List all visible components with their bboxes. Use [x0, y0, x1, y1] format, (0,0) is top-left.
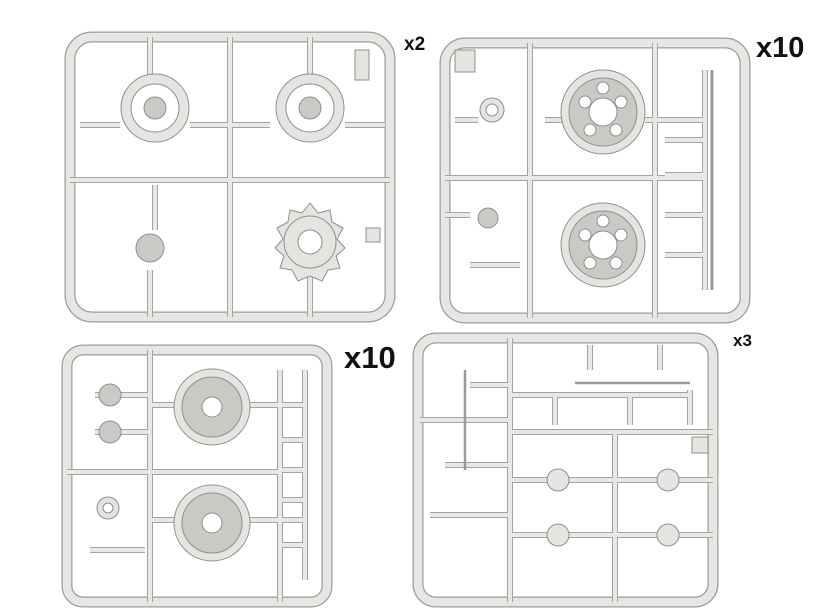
sprue-top-left — [64, 31, 396, 323]
sprue-bottom-right — [412, 332, 719, 608]
sprue-bottom-left — [61, 344, 333, 608]
quantity-label-bottom-right: x3 — [733, 331, 752, 350]
sprue-top-right — [439, 37, 751, 324]
quantity-label-top-right: x10 — [756, 32, 805, 64]
quantity-label-bottom-left: x10 — [344, 340, 396, 375]
quantity-label-top-left: x2 — [404, 34, 426, 55]
